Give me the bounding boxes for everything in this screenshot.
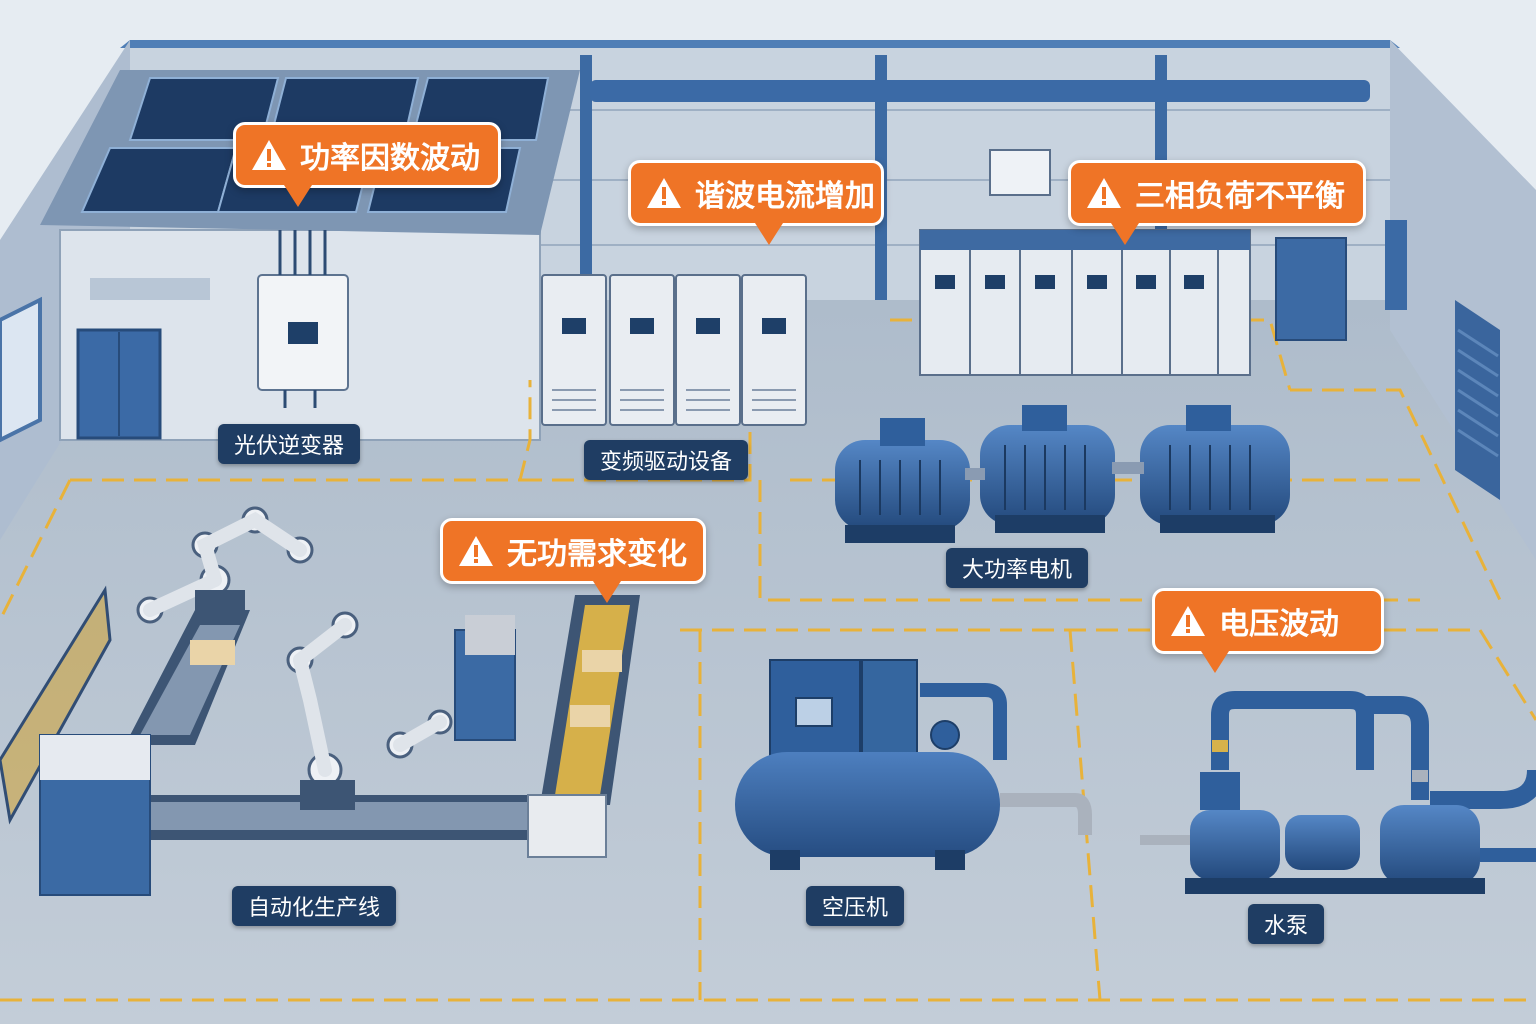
callout-pointer xyxy=(284,185,312,207)
alert-text: 功率因数波动 xyxy=(300,141,480,176)
label-air-compressor: 空压机 xyxy=(806,886,905,926)
alert-harmonic: 谐波电流增加 xyxy=(628,160,884,245)
callout-pointer xyxy=(1201,651,1229,673)
label-vfd: 变频驱动设备 xyxy=(584,440,749,480)
alert-text: 电压波动 xyxy=(1219,607,1339,642)
alert-text: 无功需求变化 xyxy=(507,537,687,572)
warning-triangle-icon xyxy=(1087,178,1121,208)
alert-reactive: 无功需求变化 xyxy=(440,518,706,603)
warning-triangle-icon xyxy=(459,536,493,566)
label-water-pump: 水泵 xyxy=(1248,904,1325,944)
label-motor: 大功率电机 xyxy=(946,548,1089,588)
alert-text: 三相负荷不平衡 xyxy=(1135,179,1345,214)
air-compressor xyxy=(735,659,1092,870)
large-motors xyxy=(835,405,1290,543)
callout-pointer xyxy=(755,223,783,245)
alert-text: 谐波电流增加 xyxy=(695,179,875,214)
warning-triangle-icon xyxy=(1171,606,1205,636)
label-pv-inverter: 光伏逆变器 xyxy=(218,424,361,464)
warning-triangle-icon xyxy=(647,178,681,208)
label-production-line: 自动化生产线 xyxy=(232,886,397,926)
vfd-cabinets xyxy=(541,274,807,426)
water-pump xyxy=(1140,691,1536,894)
alert-three-phase: 三相负荷不平衡 xyxy=(1068,160,1366,245)
switchgear-cabinets xyxy=(919,149,1347,376)
alert-power-factor: 功率因数波动 xyxy=(233,122,501,207)
warning-triangle-icon xyxy=(252,140,286,170)
production-line xyxy=(0,506,640,896)
callout-pointer xyxy=(1111,223,1139,245)
alert-voltage: 电压波动 xyxy=(1152,588,1384,673)
callout-pointer xyxy=(593,581,621,603)
overhead-pipe xyxy=(590,80,1370,102)
